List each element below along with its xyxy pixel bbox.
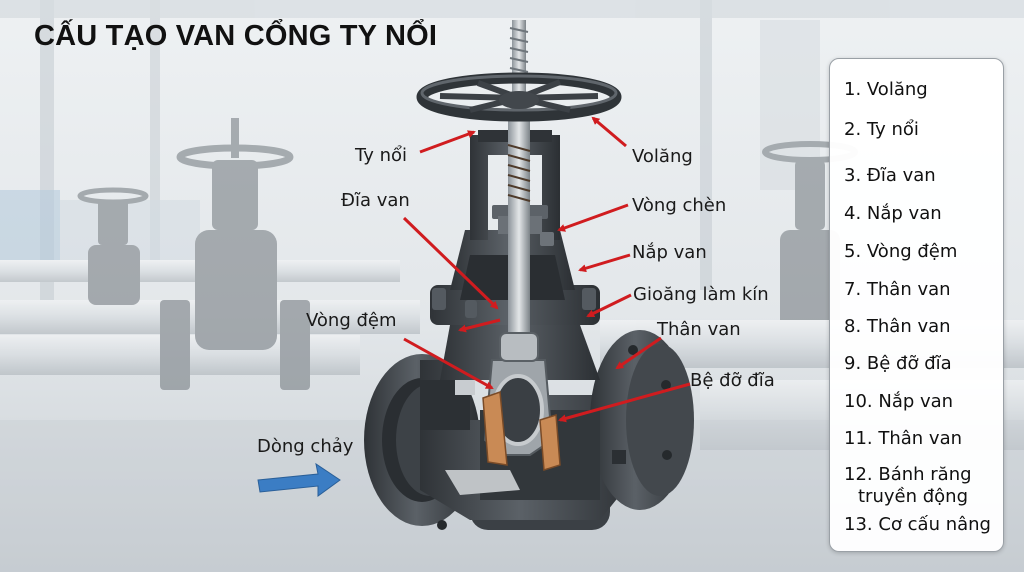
label-vong-dem: Vòng đệm — [306, 310, 397, 331]
legend-item: truyền động — [858, 486, 968, 507]
legend-item: 7. Thân van — [844, 279, 951, 300]
flow-arrow — [257, 462, 341, 497]
label-gioang-lam-kin: Gioăng làm kín — [633, 284, 769, 305]
label-dong-chay: Dòng chảy — [257, 436, 354, 457]
legend-item: 1. Volăng — [844, 79, 928, 100]
gate-valve — [364, 20, 694, 530]
label-volang: Volăng — [632, 146, 693, 167]
label-nap-van: Nắp van — [632, 242, 707, 263]
legend-item: 10. Nắp van — [844, 391, 954, 412]
legend-item: 12. Bánh răng — [844, 464, 972, 485]
page-title: CẤU TẠO VAN CỔNG TY NỔI — [34, 20, 438, 52]
legend-item: 3. Đĩa van — [844, 165, 936, 186]
label-ty-noi: Ty nổi — [355, 145, 407, 166]
legend-item: 4. Nắp van — [844, 203, 942, 224]
callout-arrows — [402, 116, 691, 423]
legend-item: 9. Bệ đỡ đĩa — [844, 353, 952, 374]
legend-item: 8. Thân van — [844, 316, 951, 337]
label-be-do-dia: Bệ đỡ đĩa — [690, 370, 775, 391]
label-vong-chen: Vòng chèn — [632, 195, 727, 216]
label-dia-van: Đĩa van — [341, 190, 410, 211]
legend-item: 11. Thân van — [844, 428, 963, 449]
label-than-van: Thân van — [657, 319, 741, 340]
legend-item: 2. Ty nổi — [844, 119, 919, 140]
legend-item: 5. Vòng đệm — [844, 241, 958, 262]
legend-item: 13. Cơ cấu nâng — [844, 514, 991, 535]
legend-panel: 1. Volăng 2. Ty nổi 3. Đĩa van 4. Nắp va… — [829, 58, 1004, 552]
